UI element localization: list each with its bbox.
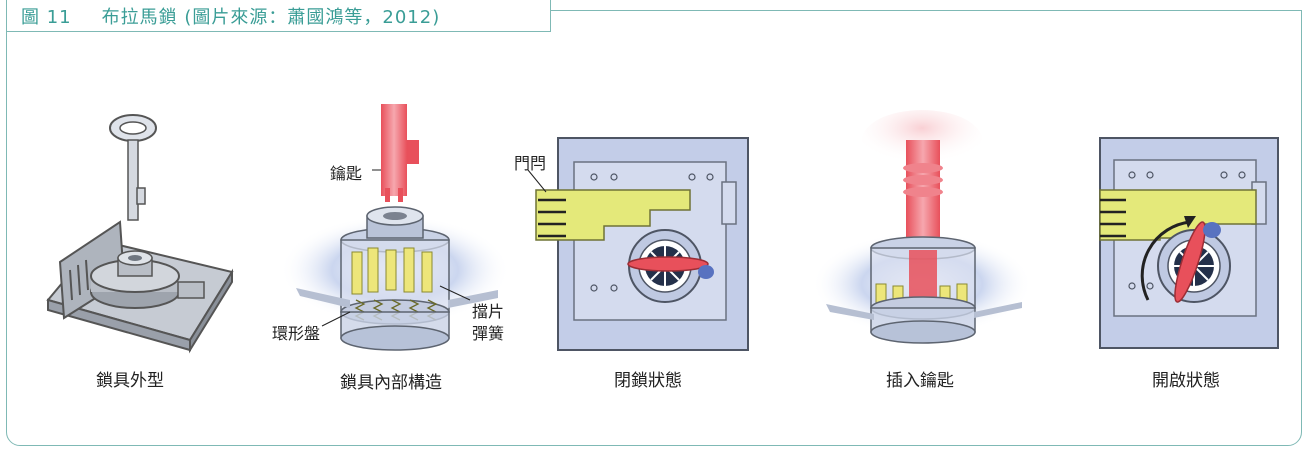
panel-label-open-state: 開啟狀態 <box>1152 371 1220 391</box>
annotation-ring-disc: 環形盤 <box>272 324 321 343</box>
annotation-slider: 擋片 <box>472 302 505 321</box>
panel-label-exterior: 鎖具外型 <box>96 371 164 391</box>
figure-frame <box>6 10 1302 446</box>
caption-number: 圖 11 <box>21 6 72 28</box>
annotation-bolt: 門閂 <box>514 154 547 173</box>
panel-label-internal-structure: 鎖具內部構造 <box>340 373 442 393</box>
panel-label-locked-state: 閉鎖狀態 <box>614 371 682 391</box>
panel-label-insert-key: 插入鑰匙 <box>886 371 954 391</box>
annotation-spring: 彈簧 <box>472 324 505 343</box>
caption-title: 布拉馬鎖 (圖片來源：蕭國鴻等，2012) <box>101 6 441 28</box>
annotation-key: 鑰匙 <box>330 164 363 183</box>
figure-caption: 圖 11 布拉馬鎖 (圖片來源：蕭國鴻等，2012) <box>6 0 551 32</box>
